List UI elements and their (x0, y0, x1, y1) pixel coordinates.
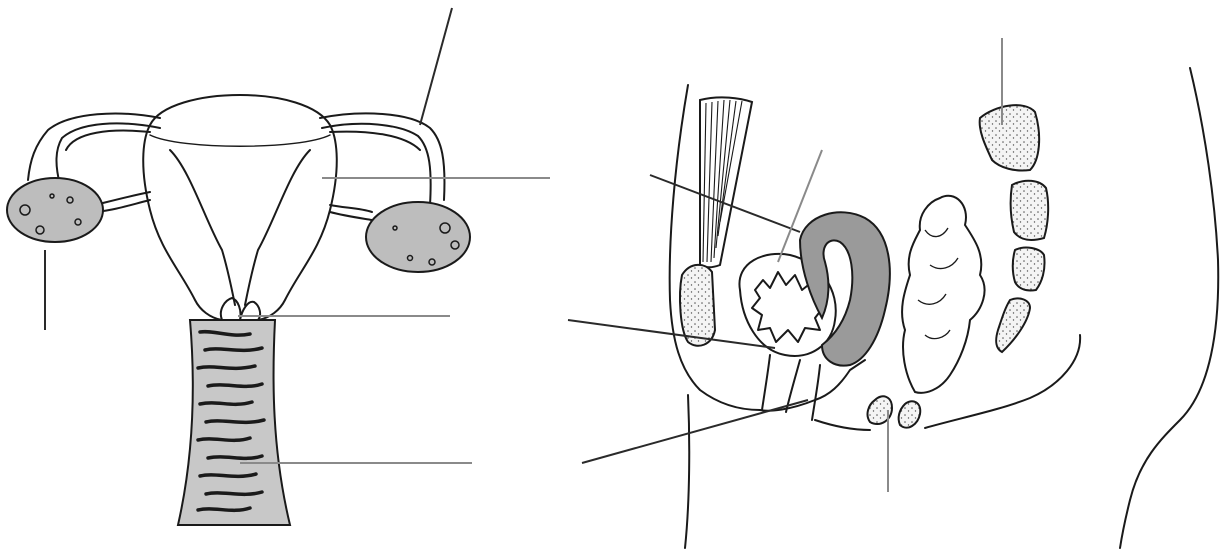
leader-line-vagina-sagittal (582, 400, 808, 463)
ovary-left (7, 178, 103, 242)
posterior-body-outline (1120, 68, 1218, 548)
anal-sphincter-back (899, 401, 921, 427)
front-view (7, 8, 550, 525)
coccyx-segment-2 (996, 298, 1030, 352)
rectum (902, 196, 984, 393)
urethra (762, 355, 770, 410)
leader-line-fallopian-tube (420, 8, 452, 125)
uterus-body (143, 95, 337, 320)
ovary-right (366, 202, 470, 272)
fallopian-tube-left (28, 114, 160, 185)
anterior-thigh-outline (685, 395, 689, 548)
coccyx-segment-1 (1013, 248, 1045, 291)
sagittal-view (568, 38, 1218, 548)
sacrum-segment-1 (980, 105, 1039, 170)
vagina-sagittal (786, 360, 820, 420)
ovarian-ligament-right (330, 205, 372, 220)
sacrum-segment-2 (1011, 181, 1048, 240)
fallopian-tube-right (320, 113, 444, 205)
pubic-bone (680, 265, 715, 346)
uterine-cavity (170, 150, 310, 305)
uterus-fundus-line (150, 135, 330, 146)
